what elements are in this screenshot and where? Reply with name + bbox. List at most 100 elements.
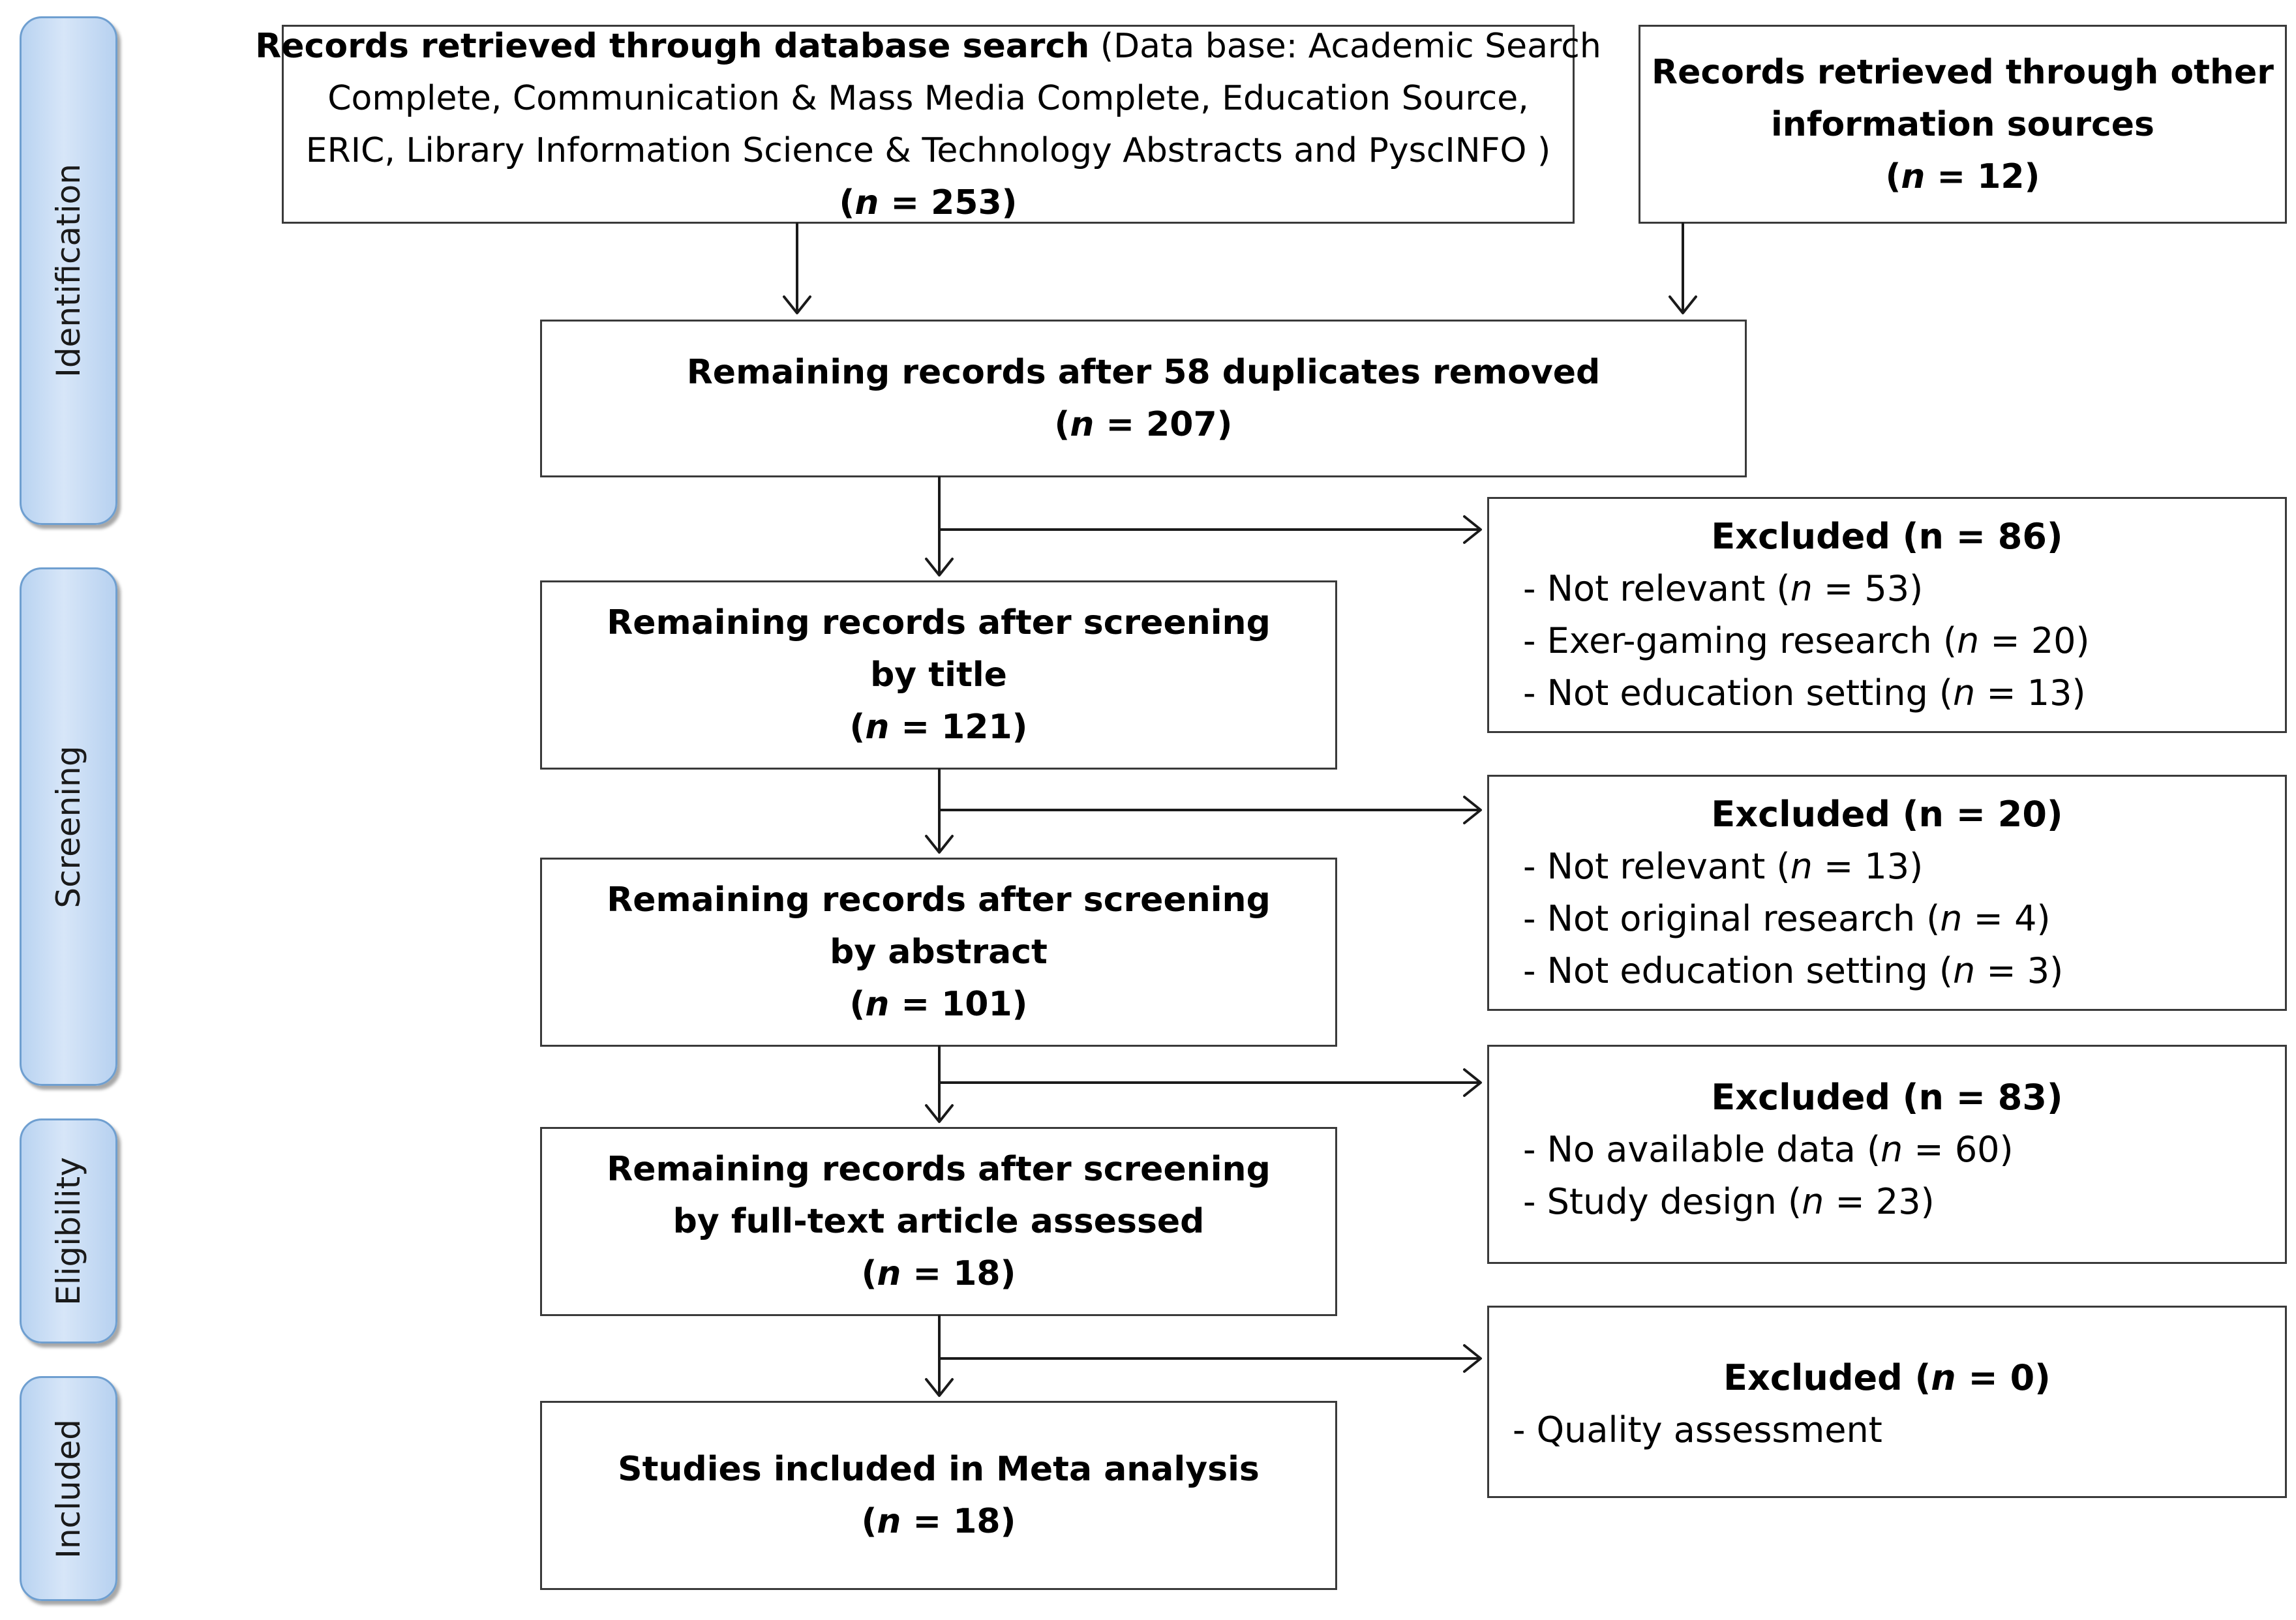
excluded-item: - Not relevant (n = 53) bbox=[1489, 563, 2285, 615]
count-prefix: ( bbox=[1054, 405, 1070, 444]
n-symbol: n bbox=[1070, 405, 1095, 444]
other-sources-box: Records retrieved through other informat… bbox=[1639, 25, 2287, 224]
other-sources-count: (n = 12) bbox=[1886, 151, 2040, 203]
n-symbol: n bbox=[1940, 898, 1963, 939]
n-symbol: n bbox=[1790, 568, 1813, 609]
excluded-title: Excluded (n = 86) bbox=[1711, 516, 2063, 557]
excluded-item: - Exer-gaming research (n = 20) bbox=[1489, 615, 2285, 667]
fulltext-screening-line1: Remaining records after screening bbox=[607, 1150, 1271, 1189]
database-search-count: (n = 253) bbox=[839, 177, 1018, 229]
item-value: = 13) bbox=[1975, 672, 2086, 713]
item-value: = 20) bbox=[1979, 620, 2090, 661]
title-screening-box: Remaining records after screening by tit… bbox=[540, 580, 1337, 770]
item-label: - Study design ( bbox=[1523, 1181, 1802, 1222]
count-value: = 253) bbox=[879, 183, 1018, 222]
count-value: = 121) bbox=[889, 708, 1028, 747]
item-value: = 13) bbox=[1812, 846, 1924, 887]
arrowhead-fulltext bbox=[925, 1104, 954, 1123]
stage-label-eligibility: Eligibility bbox=[20, 1118, 117, 1343]
item-value: = 60) bbox=[1903, 1129, 2014, 1170]
included-studies-count: (n = 18) bbox=[862, 1495, 1016, 1548]
excluded-item: - Quality assessment bbox=[1513, 1409, 1882, 1450]
item-label: - Exer-gaming research ( bbox=[1523, 620, 1957, 661]
database-search-line1-rest: (Data base: Academic Search bbox=[1089, 26, 1601, 66]
excluded-title: Excluded (n = 83) bbox=[1711, 1077, 2063, 1118]
count-value: = 101) bbox=[889, 985, 1028, 1024]
count-prefix: ( bbox=[1885, 157, 1901, 196]
n-symbol: n bbox=[877, 1254, 901, 1293]
stage-label-included: Included bbox=[20, 1376, 117, 1601]
n-symbol: n bbox=[865, 985, 890, 1024]
item-label: - No available data ( bbox=[1523, 1129, 1881, 1170]
excluded-item: - Study design (n = 23) bbox=[1489, 1176, 2285, 1228]
title-prefix: Excluded ( bbox=[1723, 1357, 1931, 1398]
count-prefix: ( bbox=[861, 1254, 877, 1293]
arrowhead-excluded-3 bbox=[1463, 1068, 1482, 1097]
database-search-line3: ERIC, Library Information Science & Tech… bbox=[305, 130, 1551, 170]
count-value: = 12) bbox=[1925, 157, 2040, 196]
count-value: = 207) bbox=[1094, 405, 1233, 444]
n-symbol: n bbox=[865, 708, 890, 747]
duplicates-line1: Remaining records after 58 duplicates re… bbox=[686, 353, 1601, 392]
duplicates-count: (n = 207) bbox=[1055, 398, 1233, 451]
item-label: - Not education setting ( bbox=[1523, 950, 1953, 991]
item-label: - Not relevant ( bbox=[1523, 846, 1790, 887]
item-value: = 53) bbox=[1812, 568, 1924, 609]
item-label: - Not education setting ( bbox=[1523, 672, 1953, 713]
arrowhead-other bbox=[1669, 295, 1697, 314]
arrowhead-excluded-2 bbox=[1463, 796, 1482, 824]
item-label: - Not original research ( bbox=[1523, 898, 1941, 939]
database-search-line2: Complete, Communication & Mass Media Com… bbox=[327, 78, 1529, 118]
excluded-item: - Not relevant (n = 13) bbox=[1489, 841, 2285, 893]
excluded-box-fulltext: Excluded (n = 83) - No available data (n… bbox=[1487, 1045, 2287, 1264]
item-value: = 3) bbox=[1975, 950, 2064, 991]
abstract-screening-count: (n = 101) bbox=[850, 978, 1028, 1030]
n-symbol: n bbox=[1931, 1357, 1956, 1398]
title-screening-line1: Remaining records after screening bbox=[607, 603, 1271, 642]
other-sources-line2: information sources bbox=[1770, 104, 2155, 144]
title-screening-count: (n = 121) bbox=[850, 701, 1028, 753]
included-studies-box: Studies included in Meta analysis (n = 1… bbox=[540, 1401, 1337, 1590]
item-label: - Not relevant ( bbox=[1523, 568, 1790, 609]
excluded-box-quality: Excluded (n = 0) - Quality assessment bbox=[1487, 1306, 2287, 1498]
database-search-line1: Records retrieved through database searc… bbox=[255, 20, 1601, 72]
excluded-title: Excluded (n = 20) bbox=[1711, 794, 2063, 835]
fulltext-screening-line2: by full-text article assessed bbox=[672, 1202, 1205, 1241]
excluded-item: - No available data (n = 60) bbox=[1489, 1124, 2285, 1176]
count-prefix: ( bbox=[849, 708, 866, 747]
excluded-item: - Not education setting (n = 3) bbox=[1489, 945, 2285, 997]
fulltext-screening-box: Remaining records after screening by ful… bbox=[540, 1127, 1337, 1316]
count-value: = 18) bbox=[901, 1254, 1016, 1293]
excluded-box-abstract-screening: Excluded (n = 20) - Not relevant (n = 13… bbox=[1487, 775, 2287, 1011]
count-value: = 18) bbox=[901, 1502, 1016, 1541]
title-screening-line2: by title bbox=[870, 655, 1007, 695]
arrowhead-excluded-1 bbox=[1463, 515, 1482, 544]
n-symbol: n bbox=[854, 183, 879, 222]
item-value: = 4) bbox=[1962, 898, 2051, 939]
excluded-item: - Not original research (n = 4) bbox=[1489, 893, 2285, 945]
count-prefix: ( bbox=[861, 1502, 877, 1541]
duplicates-removed-box: Remaining records after 58 duplicates re… bbox=[540, 320, 1747, 477]
excluded-item: - Not education setting (n = 13) bbox=[1489, 667, 2285, 719]
included-studies-line1: Studies included in Meta analysis bbox=[618, 1450, 1260, 1489]
arrowhead-database bbox=[783, 295, 811, 314]
fulltext-screening-count: (n = 18) bbox=[862, 1248, 1016, 1300]
database-search-box: Records retrieved through database searc… bbox=[255, 25, 1601, 224]
stage-label-screening: Screening bbox=[20, 567, 117, 1086]
abstract-screening-line1: Remaining records after screening bbox=[607, 880, 1271, 920]
stage-label-identification: Identification bbox=[20, 16, 117, 525]
n-symbol: n bbox=[1881, 1129, 1903, 1170]
n-symbol: n bbox=[1952, 672, 1976, 713]
n-symbol: n bbox=[1957, 620, 1980, 661]
abstract-screening-line2: by abstract bbox=[830, 933, 1048, 972]
arrowhead-excluded-4 bbox=[1463, 1344, 1482, 1373]
excluded-box-title-screening: Excluded (n = 86) - Not relevant (n = 53… bbox=[1487, 497, 2287, 733]
arrowhead-title bbox=[925, 558, 954, 577]
n-symbol: n bbox=[1802, 1181, 1824, 1222]
title-value: = 0) bbox=[1956, 1357, 2051, 1398]
count-prefix: ( bbox=[849, 985, 866, 1024]
arrowhead-abstract bbox=[925, 835, 954, 854]
other-sources-line1: Records retrieved through other bbox=[1652, 52, 2274, 92]
